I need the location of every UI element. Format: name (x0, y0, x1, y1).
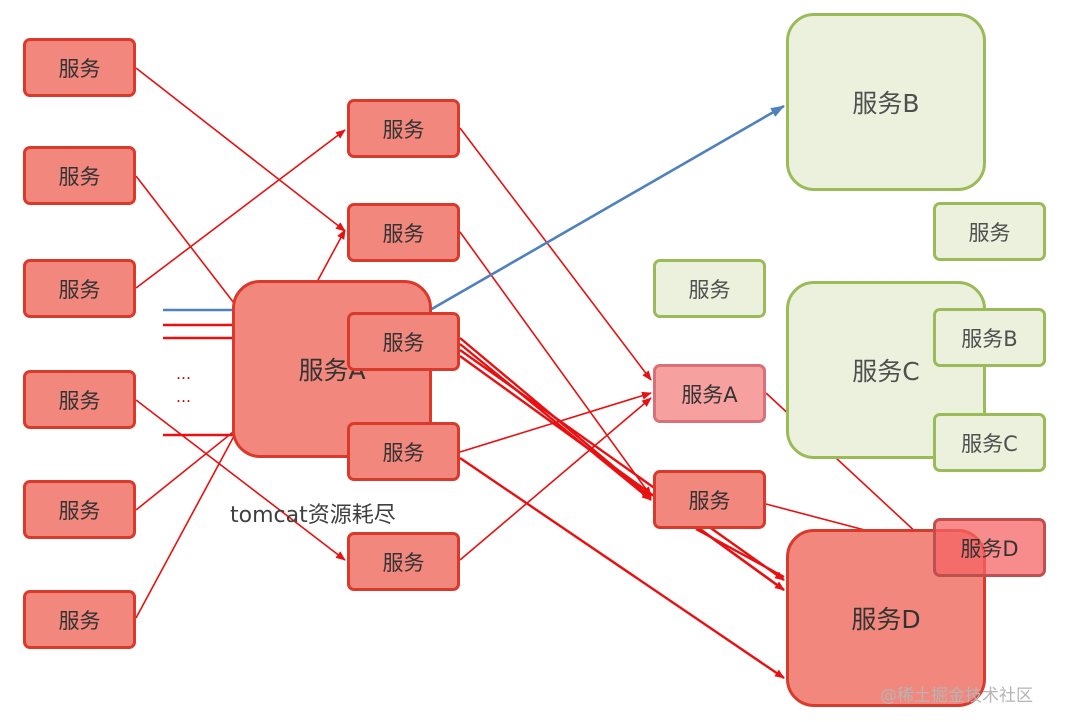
watermark-text: @稀土掘金技术社区 (880, 686, 1033, 706)
client-service-node-4: 服务 (23, 370, 136, 429)
red-connection-arrow-16 (459, 457, 785, 679)
service-b-large-node: 服务B (786, 13, 986, 191)
client-service-label: 服务 (58, 56, 101, 81)
client-service-node-3: 服务 (23, 259, 136, 318)
red-connection-arrow-2 (135, 129, 346, 289)
ellipsis-mark-1: … (176, 365, 192, 383)
green-service-node: 服务 (653, 259, 766, 318)
client-service-label: 服务 (58, 388, 101, 413)
red-connection-arrow-10 (459, 231, 652, 497)
middle-service-node-3: 服务 (347, 312, 460, 371)
middle-service-node-1: 服务 (347, 99, 460, 158)
tomcat-exhausted-caption: tomcat资源耗尽 (230, 503, 396, 528)
green-service-label: 服务 (688, 277, 731, 302)
blue-connection-arrow-23 (429, 104, 785, 312)
service-a-small-label: 服务A (681, 382, 738, 407)
service-c-small-node: 服务C (933, 413, 1046, 472)
ellipsis-mark-2: … (176, 388, 192, 406)
client-service-label: 服务 (58, 608, 101, 633)
client-service-label: 服务 (58, 498, 101, 523)
green-service-node-right: 服务 (933, 202, 1046, 261)
middle-service-node-2: 服务 (347, 203, 460, 262)
service-a-small-node: 服务A (653, 364, 766, 423)
red-connection-arrow-3 (135, 399, 346, 561)
middle-service-label: 服务 (382, 330, 425, 355)
service-c-small-label: 服务C (961, 431, 1018, 456)
downstream-service-label: 服务 (688, 488, 731, 513)
client-service-node-2: 服务 (23, 146, 136, 205)
client-service-label: 服务 (58, 277, 101, 302)
service-d-small-label: 服务D (960, 536, 1019, 561)
middle-service-label: 服务 (382, 440, 425, 465)
service-b-small-node: 服务B (933, 308, 1046, 367)
red-connection-arrow-21 (699, 528, 785, 591)
service-d-large-label: 服务D (851, 605, 921, 634)
middle-service-label: 服务 (382, 550, 425, 575)
red-connection-arrow-15 (459, 391, 652, 453)
service-c-large-label: 服务C (852, 357, 920, 386)
red-connection-arrow-13 (459, 349, 785, 581)
client-service-label: 服务 (58, 164, 101, 189)
middle-service-node-4: 服务 (347, 422, 460, 481)
downstream-service-node: 服务 (653, 470, 766, 529)
middle-service-node-5: 服务 (347, 532, 460, 591)
red-connection-arrow-0 (135, 67, 346, 232)
middle-service-label: 服务 (382, 221, 425, 246)
green-service-right-label: 服务 (968, 220, 1011, 245)
client-service-node-1: 服务 (23, 38, 136, 97)
red-connection-arrow-17 (459, 397, 652, 561)
client-service-node-5: 服务 (23, 480, 136, 539)
red-connection-arrow-9 (459, 127, 652, 381)
service-b-small-label: 服务B (961, 326, 1018, 351)
client-service-node-6: 服务 (23, 590, 136, 649)
middle-service-label: 服务 (382, 117, 425, 142)
service-b-large-label: 服务B (852, 89, 920, 118)
service-d-small-node: 服务D (933, 518, 1046, 577)
